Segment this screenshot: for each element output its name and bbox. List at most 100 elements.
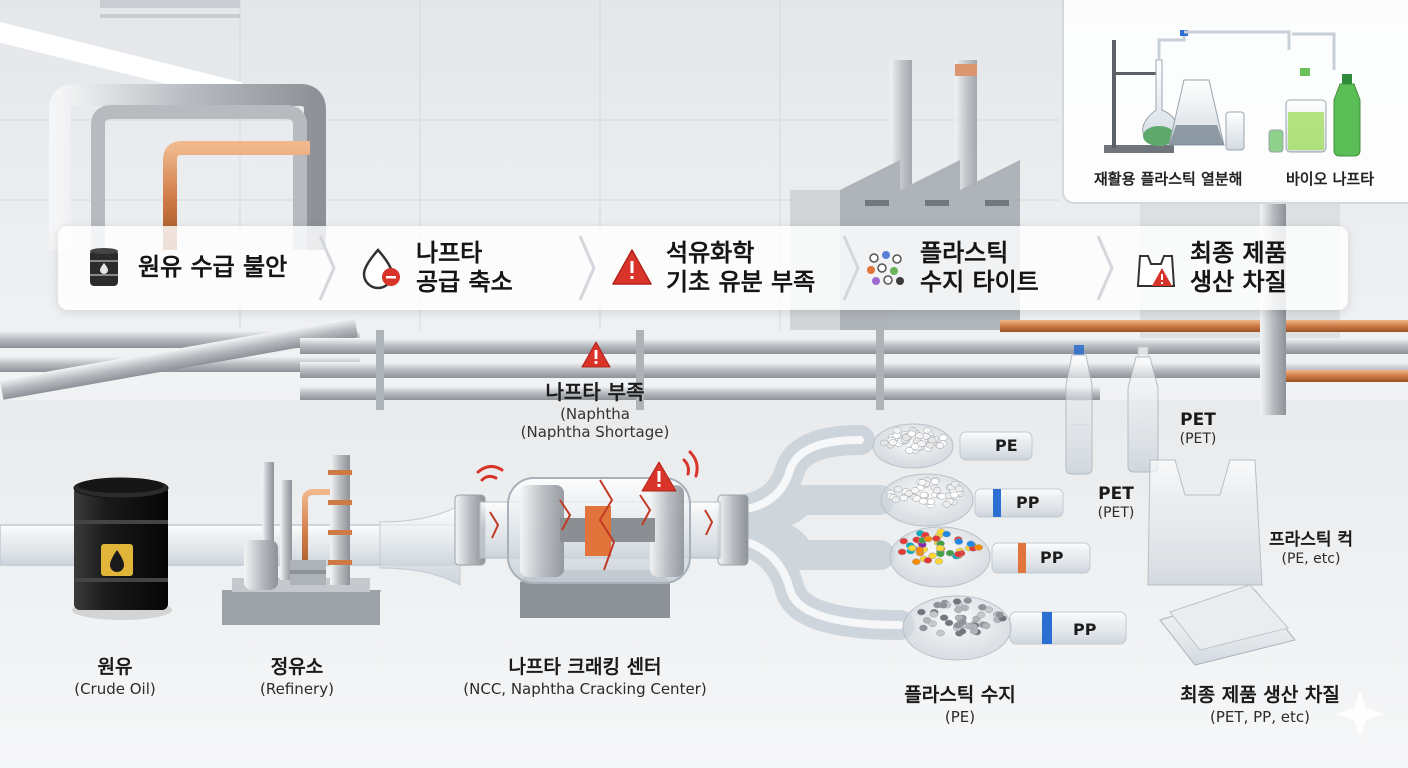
pellet xyxy=(919,497,928,505)
pellet xyxy=(930,478,940,485)
pellet xyxy=(919,624,928,632)
pellet xyxy=(892,427,902,434)
pellet xyxy=(893,485,903,493)
pellet xyxy=(939,614,949,621)
reactor-warning-icon xyxy=(641,461,677,492)
pellet xyxy=(945,549,955,557)
pellet xyxy=(935,442,945,449)
stage-label-crude-oil: 원유(Crude Oil) xyxy=(74,656,156,698)
flow-step-crude-supply: 원유 수급 불안 xyxy=(82,226,287,310)
plastic-pouch xyxy=(1159,584,1296,666)
pellet xyxy=(899,537,908,545)
bag-warning-icon xyxy=(1136,255,1176,287)
oil-barrel xyxy=(72,477,172,620)
pellet xyxy=(966,540,976,548)
drop-minus-icon xyxy=(362,248,400,290)
chevron-right-icon xyxy=(1096,235,1114,301)
pellet xyxy=(944,619,954,627)
pellet xyxy=(917,608,926,616)
pellet xyxy=(910,487,920,494)
pellet xyxy=(942,530,951,538)
pellet xyxy=(936,550,945,558)
pellet xyxy=(932,487,942,494)
warning-icon xyxy=(612,249,652,285)
pellet xyxy=(902,434,911,441)
pellet xyxy=(923,535,933,543)
pellet xyxy=(954,485,964,493)
refinery-model xyxy=(222,455,382,625)
pellet xyxy=(917,440,926,447)
pellet xyxy=(879,439,889,447)
pellet xyxy=(929,611,939,618)
flow-step-text: 원유 수급 불안 xyxy=(138,253,288,282)
pellet xyxy=(919,491,929,499)
pellet xyxy=(974,544,983,551)
plastic-bag xyxy=(1147,459,1263,586)
pellet xyxy=(995,611,1004,618)
product-label-pet-top: PET (PET) xyxy=(1179,410,1217,448)
pellet xyxy=(897,548,907,556)
pet-bottles xyxy=(1065,345,1159,475)
pellet xyxy=(958,619,967,626)
lab-equipment-icon xyxy=(1104,30,1361,157)
stage-label-refinery: 정유소(Refinery) xyxy=(260,656,334,698)
pellet xyxy=(978,604,987,611)
pellet xyxy=(952,598,962,605)
pellets-icon xyxy=(867,251,904,285)
pellet xyxy=(926,498,936,505)
alternative-feedstock-panel: 재활용 플라스틱 열분해 바이오 나프타 xyxy=(1062,0,1408,204)
product-label-plastic-bag: 프라스틱 컥 (PE, etc) xyxy=(1268,530,1354,568)
pellet xyxy=(932,535,941,542)
pipe-tag-pp: PP xyxy=(1016,493,1040,512)
pellet xyxy=(950,491,959,499)
bio-naphtha-label: 바이오 나프타 xyxy=(1286,170,1375,188)
pellet xyxy=(936,629,945,637)
pellet xyxy=(964,622,974,630)
pellet xyxy=(954,538,964,545)
stage-label-final-product: 최종 제품 생산 차질(PET, PP, etc) xyxy=(1180,684,1340,726)
chevron-right-icon xyxy=(578,235,596,301)
resin-pellets xyxy=(879,427,1007,637)
pellet xyxy=(937,493,947,500)
pipe-tag-pp: PP xyxy=(1073,620,1097,639)
pellet xyxy=(912,558,921,566)
chevron-right-icon xyxy=(842,235,860,301)
pellet xyxy=(922,617,932,624)
pellet xyxy=(954,606,963,614)
pellet xyxy=(888,439,898,446)
stage-label-plastic-resin: 플라스틱 수지(PE) xyxy=(904,684,1016,726)
pellet xyxy=(917,479,927,486)
pellet xyxy=(976,611,986,619)
pellet xyxy=(938,434,948,441)
product-label-pet-bottom: PET (PET) xyxy=(1097,484,1135,522)
naphtha-shortage-label: 나프타 부족 (Naphtha (Naphtha Shortage) xyxy=(520,380,670,441)
pyrolysis-label: 재활용 플라스틱 열분해 xyxy=(1094,170,1243,188)
ncc-reactor xyxy=(454,450,749,618)
pellet xyxy=(923,557,933,564)
pipe-tag-pe: PE xyxy=(995,436,1018,455)
pellet xyxy=(981,622,991,630)
pellet xyxy=(925,442,935,449)
pellet xyxy=(923,427,932,434)
warning-icon xyxy=(581,341,611,368)
pellet xyxy=(899,494,909,502)
pellet xyxy=(905,447,914,454)
pellet xyxy=(928,552,937,560)
pellet xyxy=(954,551,963,558)
pellet xyxy=(950,480,960,488)
pipe-tag-pp: PP xyxy=(1040,548,1064,567)
stage-label-ncc: 나프타 크래킹 센터(NCC, Naphtha Cracking Center) xyxy=(463,656,707,698)
pellet xyxy=(942,501,951,508)
oil-barrel-icon xyxy=(90,248,118,286)
pellet xyxy=(891,496,901,503)
pellet xyxy=(935,544,945,552)
pellet xyxy=(934,558,944,565)
